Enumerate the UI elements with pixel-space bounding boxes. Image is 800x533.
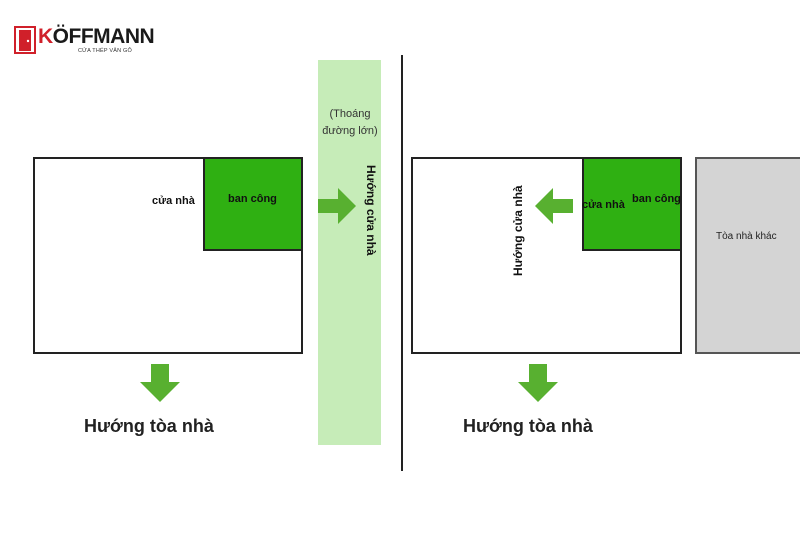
brand-tagline: CỬA THÉP VÂN GỖ xyxy=(78,48,132,54)
arrow-left-icon xyxy=(535,188,573,224)
left-building-direction: Hướng tòa nhà xyxy=(84,416,214,436)
arrow-down-icon xyxy=(140,364,180,402)
brand-name: KÖFFMANN xyxy=(38,25,155,48)
road-note-line1: (Thoáng xyxy=(329,108,371,120)
road-note: (Thoáng đường lớn) xyxy=(310,106,390,140)
other-building-label: Tòa nhà khác xyxy=(716,231,777,242)
right-building-direction: Hướng tòa nhà xyxy=(463,416,593,436)
right-door-label: cửa nhà xyxy=(582,199,625,211)
right-door-direction: Hướng cửa nhà xyxy=(511,185,525,276)
arrow-down-icon xyxy=(518,364,558,402)
door-logo-icon xyxy=(14,26,36,54)
arrow-right-icon xyxy=(318,188,356,224)
brand-rest: ÖFFMANN xyxy=(52,25,155,48)
left-balcony xyxy=(203,157,303,251)
road-note-line2: đường lớn) xyxy=(322,125,378,137)
divider-line xyxy=(401,55,403,471)
other-building xyxy=(695,157,800,354)
left-door-direction: Hướng cửa nhà xyxy=(364,165,378,256)
brand-logo: KÖFFMANN CỬA THÉP VÂN GỖ xyxy=(14,26,164,56)
right-balcony-label: ban công xyxy=(632,193,681,205)
main-road xyxy=(318,60,381,445)
right-balcony xyxy=(582,157,682,251)
brand-letter: K xyxy=(38,25,53,48)
left-balcony-label: ban công xyxy=(228,193,277,205)
left-door-label: cửa nhà xyxy=(152,195,195,207)
